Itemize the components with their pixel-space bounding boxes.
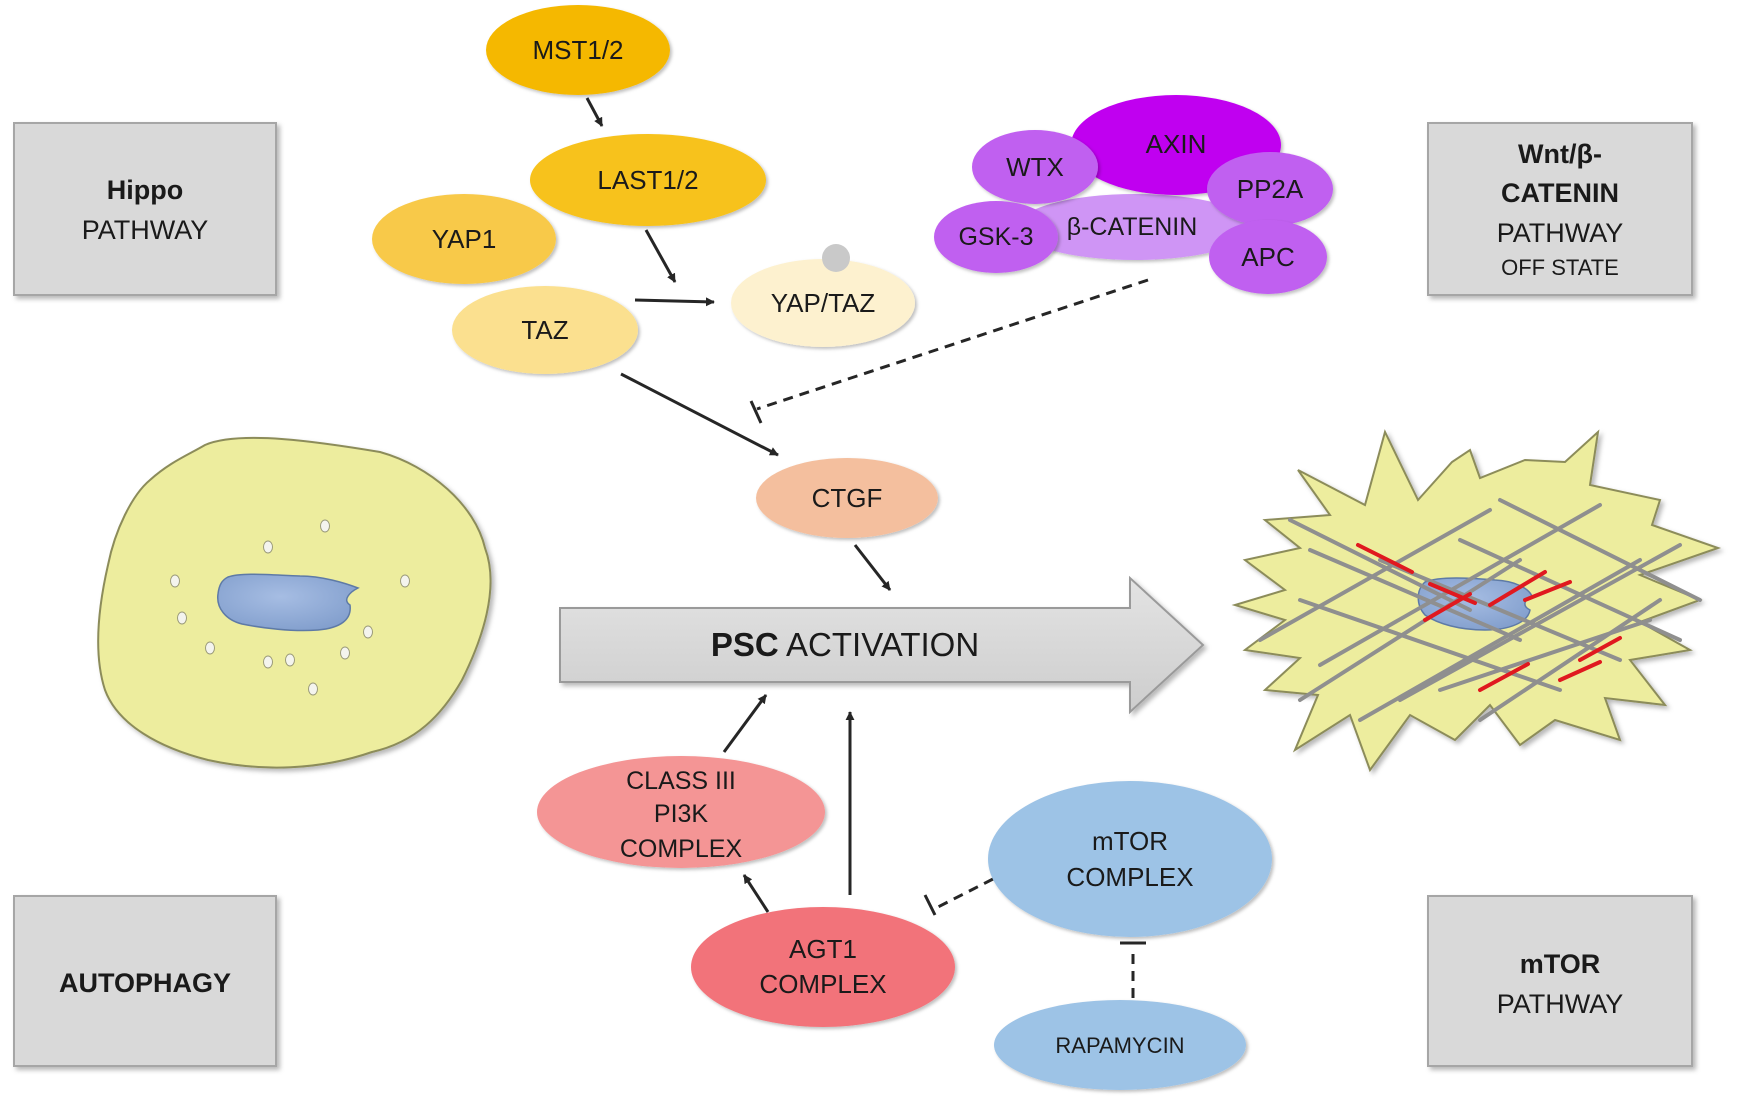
hippo-title: Hippo — [107, 175, 183, 205]
last-label: LAST1/2 — [597, 165, 698, 195]
wnt-inhibition-line — [756, 278, 1149, 411]
mtor-pathway-box: mTOR PATHWAY — [1427, 895, 1693, 1067]
hippo-subtitle: PATHWAY — [82, 215, 209, 245]
wnt-state: OFF STATE — [1501, 255, 1619, 280]
gsk3-node: GSK-3 — [934, 201, 1058, 273]
class3-node: CLASS III PI3K COMPLEX — [537, 756, 825, 868]
last-to-yaptaz-arrow — [644, 229, 677, 283]
class3-label-line2: PI3K — [654, 800, 709, 828]
pp2a-node: PP2A — [1207, 152, 1333, 226]
mtor-complex-line2: COMPLEX — [1066, 862, 1193, 892]
taz-label: TAZ — [521, 315, 568, 345]
autophagy-title: AUTOPHAGY — [59, 968, 231, 998]
cell-nucleus — [217, 573, 360, 632]
stress-fibers — [1258, 498, 1702, 722]
wtx-node: WTX — [972, 130, 1098, 204]
wnt-subtitle: PATHWAY — [1497, 218, 1624, 248]
agt1-node: AGT1 COMPLEX — [691, 907, 955, 1027]
mst-node: MST1/2 — [486, 5, 670, 95]
ctgf-label: CTGF — [812, 483, 883, 513]
mtor-inhibition-bar — [923, 894, 937, 916]
yaptaz-label: YAP/TAZ — [771, 288, 876, 318]
yap1-node: YAP1 — [372, 194, 556, 284]
ctgf-to-activation-arrow — [853, 544, 892, 591]
agt1-to-class3-arrow — [742, 874, 770, 913]
autophagy-box: AUTOPHAGY — [13, 895, 277, 1067]
axin-label: AXIN — [1146, 129, 1207, 159]
connectors — [585, 97, 1149, 1015]
wtx-label: WTX — [1006, 152, 1064, 182]
hippo-pathway-box: Hippo PATHWAY — [13, 122, 277, 296]
bcatenin-label: β-CATENIN — [1067, 213, 1198, 241]
class3-label-line1: CLASS III — [626, 767, 736, 795]
apc-label: APC — [1241, 242, 1294, 272]
mtor-complex-node: mTOR COMPLEX — [988, 781, 1272, 937]
wnt-title-line2: CATENIN — [1501, 178, 1619, 208]
activated-stellate-cell — [1231, 429, 1722, 773]
psc-activation-arrow: PSC ACTIVATION — [559, 575, 1205, 715]
apc-node: APC — [1209, 220, 1327, 294]
mtor-complex-line1: mTOR — [1092, 826, 1168, 856]
mtor-inhibition-line — [937, 877, 994, 909]
activation-label: ACTIVATION — [779, 626, 979, 663]
quiescent-stellate-cell — [97, 436, 492, 769]
psc-activation-label: PSC ACTIVATION — [711, 626, 979, 663]
taz-to-ctgf-arrow — [620, 372, 779, 457]
wnt-title-line1: Wnt/β- — [1518, 139, 1602, 169]
wnt-pathway-box: Wnt/β- CATENIN PATHWAY OFF STATE — [1427, 122, 1693, 296]
red-actin-fibers — [1356, 543, 1622, 692]
psc-label: PSC — [711, 626, 779, 663]
phosphate-dot — [822, 244, 850, 272]
ctgf-node: CTGF — [756, 458, 938, 538]
bcatenin-node: β-CATENIN — [1017, 194, 1253, 260]
mtor-title: mTOR — [1520, 949, 1601, 979]
gsk3-label: GSK-3 — [958, 223, 1033, 251]
lipid-droplets — [170, 519, 410, 696]
taz-node: TAZ — [452, 286, 638, 374]
yap1-label: YAP1 — [432, 224, 497, 254]
mst-to-last-arrow — [585, 97, 604, 127]
wnt-inhibition-bar — [749, 400, 763, 424]
class3-label-line3: COMPLEX — [620, 835, 743, 863]
agt1-label-line2: COMPLEX — [759, 969, 886, 999]
agt1-label-line1: AGT1 — [789, 934, 857, 964]
rapamycin-label: RAPAMYCIN — [1055, 1033, 1184, 1058]
mtor-subtitle: PATHWAY — [1497, 989, 1624, 1019]
pp2a-label: PP2A — [1237, 174, 1304, 204]
taz-to-yaptaz-arrow — [634, 297, 715, 307]
last-node: LAST1/2 — [530, 134, 766, 226]
class3-to-activation-arrow — [722, 694, 768, 753]
yaptaz-node: YAP/TAZ — [731, 244, 915, 347]
mst-label: MST1/2 — [532, 35, 623, 65]
rapamycin-node: RAPAMYCIN — [994, 1000, 1246, 1090]
